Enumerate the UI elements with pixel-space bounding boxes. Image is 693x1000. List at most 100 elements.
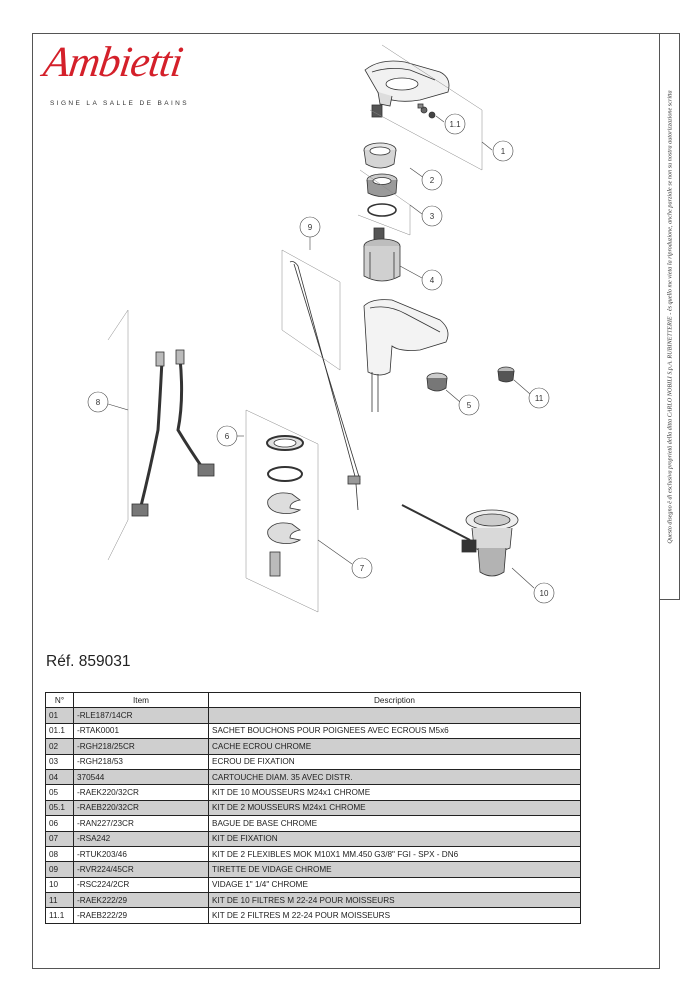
table-cell-n: 03 <box>45 753 74 770</box>
callout-8: 8 <box>87 391 109 413</box>
side-notice-text: Questo disegno è di esclusiva proprietà … <box>666 89 673 544</box>
table-cell-item: -RAEK220/32CR <box>73 784 209 801</box>
part-base-ring <box>266 435 304 482</box>
drawing-frame <box>32 33 660 969</box>
table-cell-n: 01.1 <box>45 722 74 740</box>
svg-text:1.1: 1.1 <box>449 120 461 129</box>
svg-text:1: 1 <box>501 147 506 156</box>
table-cell-n: 05 <box>45 784 74 801</box>
table-cell-desc: KIT DE 10 FILTRES M 22-24 POUR MOISSEURS <box>208 892 581 909</box>
table-cell-item: -RLE187/14CR <box>73 707 209 724</box>
part-handle <box>364 60 450 118</box>
svg-text:4: 4 <box>430 276 435 285</box>
callout-labels: 1.1 1 2 3 4 5 11 6 7 8 9 10 <box>87 113 555 604</box>
table-row: 01-RLE187/14CR <box>45 707 581 724</box>
part-body <box>363 299 449 412</box>
callout-6: 6 <box>216 425 238 447</box>
callout-3: 3 <box>421 205 443 227</box>
table-cell-desc: KIT DE 2 MOUSSEURS M24x1 CHROME <box>208 799 581 817</box>
table-cell-desc: BAGUE DE BASE CHROME <box>208 815 581 832</box>
callout-7: 7 <box>351 557 373 579</box>
table-cell-item: -RGH218/25CR <box>73 738 209 755</box>
svg-text:9: 9 <box>308 223 313 232</box>
table-cell-n: 06 <box>45 815 74 832</box>
part-cartridge <box>363 227 401 282</box>
svg-text:2: 2 <box>430 176 435 185</box>
table-cell-item: -RGH218/53 <box>73 753 209 770</box>
svg-text:5: 5 <box>467 401 472 410</box>
svg-text:8: 8 <box>96 398 101 407</box>
part-cover-nut <box>363 142 397 169</box>
table-cell-item: -RAEB220/32CR <box>73 799 209 817</box>
part-fixing-kit <box>267 492 302 577</box>
table-cell-desc: ECROU DE FIXATION <box>208 753 581 770</box>
table-cell-n: 04 <box>45 768 74 786</box>
header-description: Description <box>208 691 581 709</box>
table-cell-item: -RVR224/45CR <box>73 861 209 878</box>
table-cell-desc: VIDAGE 1" 1/4" CHROME <box>208 876 581 894</box>
callout-1: 1 <box>492 140 514 162</box>
table-cell-n: 11.1 <box>45 907 74 924</box>
table-cell-item: -RAEK222/29 <box>73 892 209 909</box>
table-cell-n: 07 <box>45 830 74 847</box>
table-cell-desc <box>208 707 581 724</box>
header-number: N° <box>45 691 74 709</box>
table-cell-n: 02 <box>45 738 74 755</box>
callout-4: 4 <box>421 269 443 291</box>
reference-number: Réf. 859031 <box>46 653 131 670</box>
callout-9: 9 <box>299 216 321 238</box>
table-cell-n: 11 <box>45 892 74 909</box>
part-flexible-hoses <box>131 349 215 517</box>
table-cell-desc: KIT DE FIXATION <box>208 830 581 847</box>
callout-1.1: 1.1 <box>444 113 466 135</box>
table-cell-item: -RTUK203/46 <box>73 845 209 863</box>
brand-tagline: SIGNE LA SALLE DE BAINS <box>50 100 190 107</box>
table-cell-item: -RSA242 <box>73 830 209 847</box>
brand-logo: Ambietti SIGNE LA SALLE DE BAINS <box>41 38 194 118</box>
table-cell-desc: SACHET BOUCHONS POUR POIGNEES AVEC ECROU… <box>208 722 581 740</box>
table-cell-desc: KIT DE 2 FILTRES M 22-24 POUR MOISSEURS <box>208 907 581 924</box>
side-notice-box: Questo disegno è di esclusiva proprietà … <box>660 33 680 600</box>
table-cell-item: -RAN227/23CR <box>73 815 209 832</box>
svg-text:7: 7 <box>360 564 365 573</box>
table-cell-desc: KIT DE 10 MOUSSEURS M24x1 CHROME <box>208 784 581 801</box>
callout-5: 5 <box>458 394 480 416</box>
part-screws <box>417 103 436 119</box>
callout-11: 11 <box>528 387 550 409</box>
part-popup-rod <box>289 261 361 511</box>
parts-table-header: N° Item Description <box>45 691 581 709</box>
svg-text:11: 11 <box>535 394 544 403</box>
table-cell-desc: KIT DE 2 FLEXIBLES MOK M10X1 MM.450 G3/8… <box>208 845 581 863</box>
table-cell-n: 08 <box>45 845 74 863</box>
table-cell-n: 09 <box>45 861 74 878</box>
table-cell-item: -RTAK0001 <box>73 722 209 740</box>
svg-text:3: 3 <box>430 212 435 221</box>
exploded-diagram: 1.1 1 2 3 4 5 11 6 7 8 9 10 <box>87 44 555 613</box>
part-fixing-nut <box>366 173 398 217</box>
svg-text:10: 10 <box>540 589 549 598</box>
part-aerator <box>426 372 448 392</box>
callout-10: 10 <box>533 582 555 604</box>
svg-text:6: 6 <box>225 432 230 441</box>
header-item: Item <box>73 691 209 709</box>
table-cell-item: 370544 <box>73 768 209 786</box>
table-cell-n: 10 <box>45 876 74 894</box>
table-cell-desc: CACHE ECROU CHROME <box>208 738 581 755</box>
table-cell-n: 01 <box>45 707 74 724</box>
callout-2: 2 <box>421 169 443 191</box>
table-cell-desc: TIRETTE DE VIDAGE CHROME <box>208 861 581 878</box>
table-cell-item: -RSC224/2CR <box>73 876 209 894</box>
table-cell-item: -RAEB222/29 <box>73 907 209 924</box>
table-cell-desc: CARTOUCHE DIAM. 35 AVEC DISTR. <box>208 768 581 786</box>
table-cell-n: 05.1 <box>45 799 74 817</box>
